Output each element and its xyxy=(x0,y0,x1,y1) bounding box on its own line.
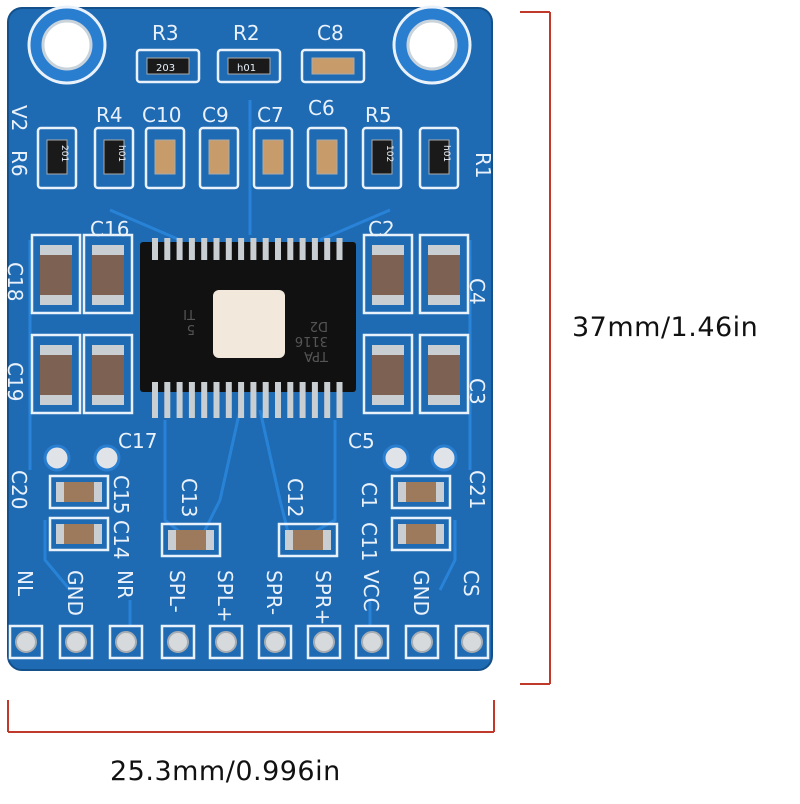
label-c12: C12 xyxy=(283,478,307,517)
vias xyxy=(43,444,458,472)
ic-mark-5: 5 xyxy=(187,321,195,336)
label-c19: C19 xyxy=(3,362,27,401)
label-c3: C3 xyxy=(465,378,489,405)
label-c7: C7 xyxy=(257,103,284,127)
label-c4: C4 xyxy=(465,278,489,305)
pcb-traces xyxy=(28,100,472,630)
pin-label-3: SPL- xyxy=(165,570,189,613)
label-c5: C5 xyxy=(348,429,375,453)
code-r1: h01 xyxy=(441,145,451,162)
label-r6: R6 xyxy=(7,150,31,177)
top-row-components xyxy=(36,48,460,190)
code-r6: 201 xyxy=(59,145,69,162)
label-c6: C6 xyxy=(308,96,335,120)
ic-mark-4: TI xyxy=(183,306,196,321)
pin-label-5: SPR- xyxy=(262,570,286,615)
pin-label-9: CS xyxy=(459,570,483,597)
label-c13: C13 xyxy=(177,478,201,517)
label-r2: R2 xyxy=(233,21,260,45)
pin-label-6: SPR+ xyxy=(311,570,335,625)
label-c21: C21 xyxy=(465,470,489,509)
code-r2: h01 xyxy=(237,63,256,74)
pin-label-0: NL xyxy=(13,570,37,597)
height-label: 37mm/1.46in xyxy=(572,312,759,343)
label-c17: C17 xyxy=(118,429,157,453)
pin-label-4: SPL+ xyxy=(213,570,237,623)
label-c20: C20 xyxy=(7,470,31,509)
pin-label-2: NR xyxy=(113,570,137,599)
label-r5: R5 xyxy=(365,103,392,127)
pin-label-8: GND xyxy=(409,570,433,616)
label-r4: R4 xyxy=(96,103,123,127)
ic-mark-1: TPA xyxy=(304,348,329,363)
height-dimension-line xyxy=(520,11,551,685)
label-c10: C10 xyxy=(142,103,181,127)
pin-label-1: GND xyxy=(63,570,87,616)
code-r5: 102 xyxy=(384,145,394,162)
label-c9: C9 xyxy=(202,103,229,127)
code-r3: 203 xyxy=(156,63,175,74)
mounting-hole-left xyxy=(27,5,107,85)
label-r1: R1 xyxy=(471,152,495,179)
ic-mark-2: 3116 xyxy=(295,333,328,348)
code-r4: h01 xyxy=(116,145,126,162)
smd-components-small xyxy=(46,57,452,558)
label-c16: C16 xyxy=(90,217,129,241)
label-c1: C1 xyxy=(357,482,381,509)
mounting-hole-right xyxy=(392,5,472,85)
label-c8: C8 xyxy=(317,21,344,45)
ic-mark-3: D2 xyxy=(310,318,328,333)
label-c14: C14 xyxy=(109,520,133,559)
width-dimension-line xyxy=(7,700,495,733)
label-c18: C18 xyxy=(3,262,27,301)
label-v2: V2 xyxy=(7,105,31,131)
header-pin-pads xyxy=(8,624,490,660)
label-r3: R3 xyxy=(152,21,179,45)
smd-capacitors-large xyxy=(30,233,470,415)
label-c2: C2 xyxy=(368,217,395,241)
label-c11: C11 xyxy=(357,522,381,561)
width-label: 25.3mm/0.996in xyxy=(110,756,341,787)
label-c15: C15 xyxy=(109,475,133,514)
pin-label-7: VCC xyxy=(359,570,383,612)
